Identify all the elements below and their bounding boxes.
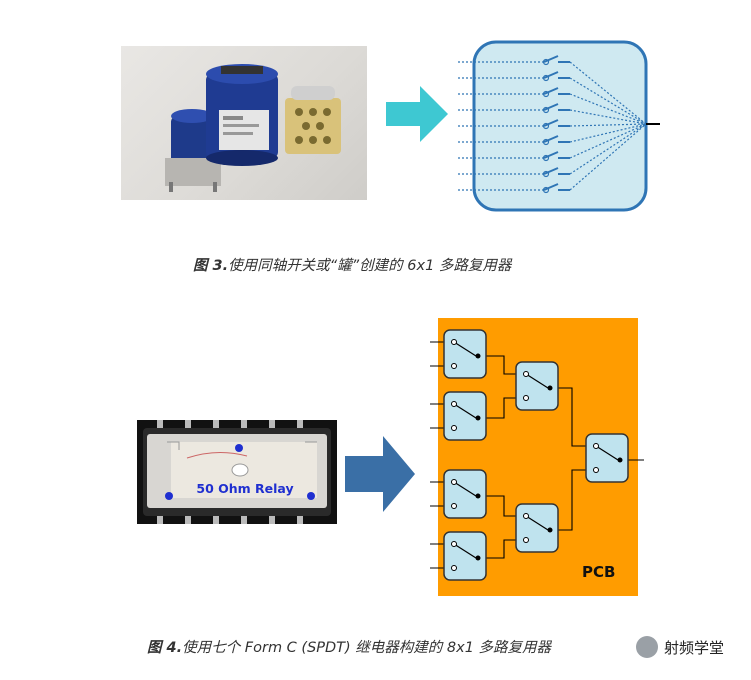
mux-switch xyxy=(543,119,570,127)
spdt-relay xyxy=(443,531,487,581)
relay-common xyxy=(475,493,481,499)
mux-switch-contact xyxy=(542,106,550,114)
mux-6x1-diagram xyxy=(458,40,660,212)
relay-common xyxy=(547,385,553,391)
spdt-relay xyxy=(585,433,629,483)
relay-common xyxy=(475,353,481,359)
relay-switch-arm xyxy=(453,481,477,497)
relay-contact xyxy=(451,541,457,547)
mux-switch-contact xyxy=(542,58,550,66)
relay-contact xyxy=(451,425,457,431)
pcb-8x1-diagram xyxy=(430,318,644,596)
relay-contact xyxy=(451,565,457,571)
mux-switch-contact xyxy=(542,122,550,130)
relay-switch-arm xyxy=(525,373,549,389)
wechat-icon xyxy=(636,636,658,658)
relay-contact xyxy=(451,339,457,345)
figure3-caption: 图 3.使用同轴开关或“罐”创建的 6x1 多路复用器 xyxy=(193,254,511,275)
relay-contact xyxy=(523,395,529,401)
spdt-relay xyxy=(515,361,559,411)
relay-common xyxy=(475,415,481,421)
mux-switch xyxy=(543,103,570,111)
mux-output-path xyxy=(569,123,647,175)
mux-switch-contact xyxy=(542,186,550,194)
relay-contact xyxy=(451,503,457,509)
figure3-caption-prefix: 图 3. xyxy=(193,258,229,274)
coax-switch-photo xyxy=(121,46,367,200)
spdt-relay xyxy=(443,391,487,441)
spdt-relay xyxy=(515,503,559,553)
mux-switch xyxy=(543,55,570,63)
mux-switch-contact xyxy=(542,138,550,146)
relay-contact xyxy=(451,479,457,485)
mux-output-path xyxy=(569,123,647,143)
figure4-caption-prefix: 图 4. xyxy=(147,640,183,656)
relay-photo xyxy=(137,420,337,524)
figure4-caption-text: 使用七个 Form C (SPDT) 继电器构建的 8x1 多路复用器 xyxy=(182,640,552,656)
mux-switch-contact xyxy=(542,90,550,98)
relay-contact xyxy=(451,363,457,369)
mux-output-path xyxy=(569,109,647,125)
mux-output-path xyxy=(569,93,647,125)
watermark-text: 射频学堂 xyxy=(664,638,725,657)
relay-switch-arm xyxy=(453,341,477,357)
spdt-relay xyxy=(443,469,487,519)
spdt-relay xyxy=(443,329,487,379)
mux-output-path xyxy=(569,123,647,191)
pcb-wire xyxy=(478,495,526,517)
mux-switch xyxy=(543,87,570,95)
figure3-caption-text: 使用同轴开关或“罐”创建的 6x1 多路复用器 xyxy=(228,258,512,274)
relay-contact xyxy=(593,467,599,473)
watermark: 射频学堂 xyxy=(636,636,724,658)
figure4-caption: 图 4.使用七个 Form C (SPDT) 继电器构建的 8x1 多路复用器 xyxy=(147,636,551,657)
right-arrow-icon xyxy=(345,436,415,512)
pcb-wire xyxy=(478,397,526,419)
pcb-wire xyxy=(478,355,526,375)
mux-switch xyxy=(543,151,570,159)
mux-switch xyxy=(543,135,570,143)
mux-switch-contact xyxy=(542,170,550,178)
relay-contact xyxy=(523,537,529,543)
relay-contact xyxy=(451,401,457,407)
relay-switch-arm xyxy=(453,403,477,419)
mux-switch-contact xyxy=(542,74,550,82)
pcb-wire xyxy=(550,469,596,531)
relay-common xyxy=(547,527,553,533)
relay-label: 50 Ohm Relay xyxy=(196,481,294,496)
relay-contact xyxy=(593,443,599,449)
relay-switch-arm xyxy=(453,543,477,559)
relay-common xyxy=(475,555,481,561)
relay-common xyxy=(617,457,623,463)
mux-output-path xyxy=(569,61,647,125)
mux-switch xyxy=(543,183,570,191)
pcb-wire xyxy=(550,387,596,447)
mux-switch-contact xyxy=(542,154,550,162)
pcb-label: PCB xyxy=(582,563,616,581)
right-arrow-icon xyxy=(386,86,448,142)
pcb-wire xyxy=(478,539,526,559)
relay-switch-arm xyxy=(595,445,619,461)
relay-contact xyxy=(523,513,529,519)
relay-switch-arm xyxy=(525,515,549,531)
mux-switch xyxy=(543,71,570,79)
relay-contact xyxy=(523,371,529,377)
mux-output-path xyxy=(569,77,647,125)
mux-switch xyxy=(543,167,570,175)
mux-output-path xyxy=(569,123,647,127)
mux-output-path xyxy=(569,123,647,159)
